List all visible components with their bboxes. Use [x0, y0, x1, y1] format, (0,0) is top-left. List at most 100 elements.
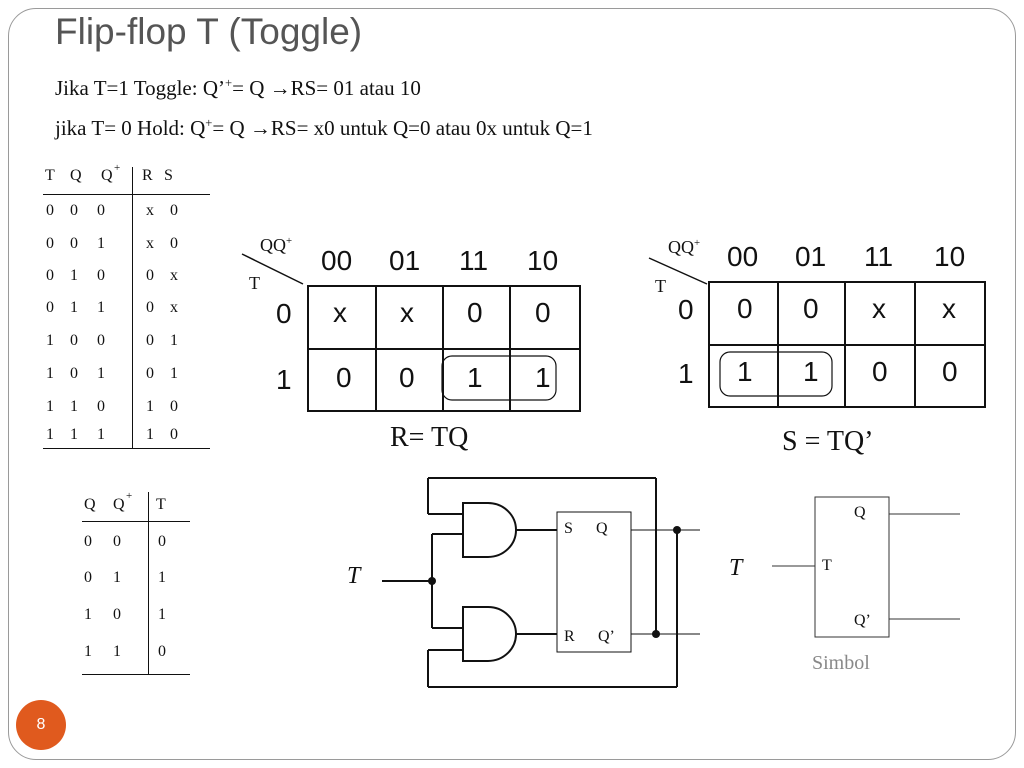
- kmap-s-cell: 1: [737, 356, 753, 387]
- table-divider: [43, 448, 210, 449]
- table-cell: 1: [158, 606, 166, 623]
- kmap-r-grid: [307, 285, 581, 412]
- table-cell: 1: [46, 332, 54, 349]
- kmap-r-cell: x: [400, 297, 414, 328]
- table-cell: 1: [46, 365, 54, 382]
- rs-circuit: [382, 477, 700, 688]
- table-cell: 0: [146, 332, 154, 349]
- table-cell: 1: [70, 398, 78, 415]
- table-cell: 0: [46, 235, 54, 252]
- table-cell: 0: [84, 569, 92, 586]
- kmap-r-col-header: 01: [389, 245, 421, 276]
- symbol-q-label: Q: [854, 504, 866, 521]
- table-cell: 0: [70, 332, 78, 349]
- kmap-r-cell: 1: [467, 362, 483, 393]
- kmap-s-row-label: 1: [678, 358, 694, 389]
- table-cell: 1: [84, 606, 92, 623]
- table-divider: [132, 167, 133, 448]
- kmap-r-row-label: 0: [276, 298, 292, 329]
- slide-title: Flip-flop T (Toggle): [55, 11, 363, 52]
- page-number-badge: 8: [16, 700, 66, 750]
- symbol-qbar-label: Q’: [854, 612, 871, 629]
- kmap-r-corner-left: T: [249, 273, 260, 293]
- toggle-rule-text: Jika T=1 Toggle: Q’+= Q →RS= 01 atau 10: [55, 76, 421, 100]
- kmap-s-cell: x: [942, 293, 956, 324]
- table-divider: [43, 194, 210, 195]
- table-header: S: [164, 167, 173, 184]
- table-header: Q: [113, 496, 125, 513]
- table-cell: 1: [170, 365, 178, 382]
- table-cell: 0: [158, 533, 166, 550]
- table-cell: 1: [46, 426, 54, 443]
- kmap-r-cell: 1: [535, 362, 551, 393]
- kmap-s-cell: 0: [737, 293, 753, 324]
- junction-dot: [652, 630, 660, 638]
- kmap-s-cell: 0: [803, 293, 819, 324]
- table-cell: 0: [158, 643, 166, 660]
- ff-qbar-label: Q’: [598, 628, 615, 645]
- kmap-s-row-label: 0: [678, 294, 694, 325]
- kmap-r-cell: x: [333, 297, 347, 328]
- kmap-s-cell: 0: [872, 356, 888, 387]
- symbol-t-label: T: [822, 557, 832, 574]
- table-cell: 0: [70, 235, 78, 252]
- kmap-r-cell: 0: [535, 297, 551, 328]
- table-cell: 0: [113, 533, 121, 550]
- kmap-r-group-loop: [441, 355, 557, 401]
- table-cell: 0: [46, 202, 54, 219]
- table-cell: 0: [146, 299, 154, 316]
- kmap-r-cell: 0: [336, 362, 352, 393]
- kmap-s-corner-left: T: [655, 276, 666, 296]
- table-cell: 1: [70, 267, 78, 284]
- table-cell: 0: [170, 426, 178, 443]
- kmap-s-equation: S = TQ’: [782, 426, 874, 457]
- kmap-s-col-header: 01: [795, 241, 827, 272]
- table-cell: 0: [170, 202, 178, 219]
- kmap-r-equation: R= TQ: [390, 422, 469, 453]
- table-header: +: [126, 490, 133, 502]
- table-divider: [82, 674, 190, 675]
- table-header: T: [156, 496, 166, 513]
- kmap-s-cell: 0: [942, 356, 958, 387]
- table-header: Q: [70, 167, 82, 184]
- kmap-r-cell: 0: [399, 362, 415, 393]
- kmap-r-col-header: 11: [459, 245, 489, 276]
- slide-frame: [8, 8, 1016, 760]
- table-header: Q: [101, 167, 113, 184]
- hold-rule-text: jika T= 0 Hold: Q+= Q →RS= x0 untuk Q=0 …: [55, 116, 593, 140]
- table-cell: 0: [46, 267, 54, 284]
- table-cell: 1: [146, 426, 154, 443]
- table-cell: x: [146, 202, 154, 219]
- table-cell: 1: [70, 426, 78, 443]
- table-cell: 0: [97, 267, 105, 284]
- table-cell: 1: [97, 299, 105, 316]
- table-cell: 1: [84, 643, 92, 660]
- table-cell: 0: [170, 398, 178, 415]
- kmap-s-col-header: 10: [934, 241, 966, 272]
- kmap-s-col-header: 11: [864, 241, 894, 272]
- table-cell: 0: [46, 299, 54, 316]
- table-cell: 1: [97, 235, 105, 252]
- kmap-r-cell: 0: [467, 297, 483, 328]
- table-cell: 1: [70, 299, 78, 316]
- table-cell: 0: [113, 606, 121, 623]
- table-cell: 1: [113, 569, 121, 586]
- table-cell: 0: [146, 267, 154, 284]
- ff-s-label: S: [564, 520, 573, 537]
- junction-dot: [428, 577, 436, 585]
- table-divider: [148, 492, 149, 674]
- symbol-input-label: T: [729, 555, 743, 581]
- table-cell: 1: [113, 643, 121, 660]
- kmap-s-cell: x: [872, 293, 886, 324]
- table-cell: 0: [170, 235, 178, 252]
- junction-dot: [673, 526, 681, 534]
- table-cell: x: [170, 299, 178, 316]
- table-header: Q: [84, 496, 96, 513]
- ff-r-label: R: [564, 628, 575, 645]
- table-cell: 0: [97, 202, 105, 219]
- table-cell: 1: [97, 426, 105, 443]
- kmap-s-corner-top: QQ+: [668, 237, 701, 257]
- table-cell: 1: [170, 332, 178, 349]
- kmap-r-corner-top: QQ+: [260, 235, 293, 255]
